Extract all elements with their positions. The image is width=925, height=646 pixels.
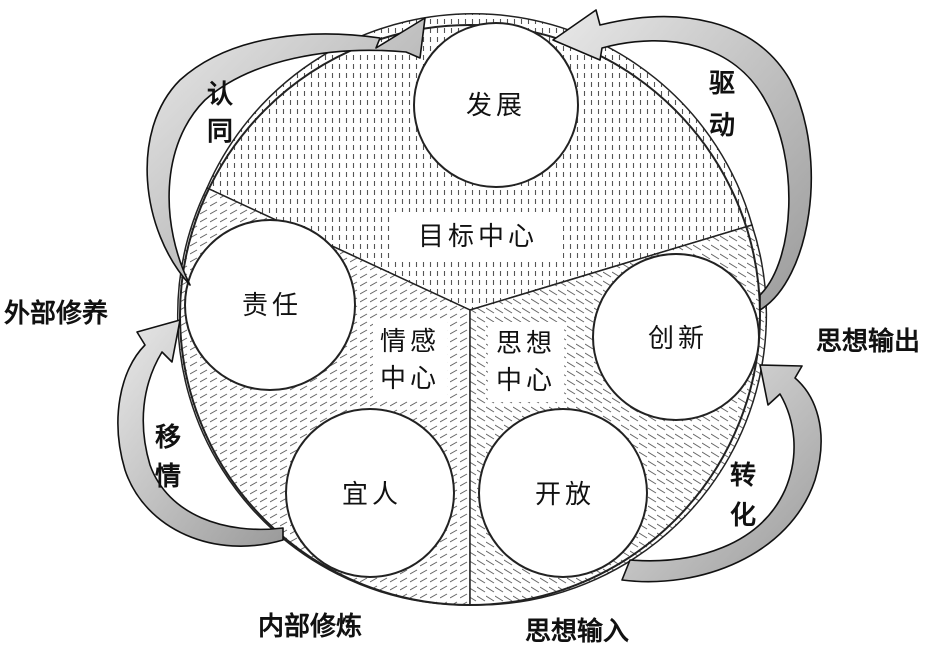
node-pleasant: 宜人 [285,408,455,578]
emotion-center-line1: 情感 [380,327,440,357]
outer-circle [179,24,761,606]
center-emotion-label: 情感 中心 [373,320,447,400]
thought-center-line2: 中心 [496,366,556,396]
drive-arrow-icon [552,9,813,311]
center-thought-label: 思想 中心 [488,322,564,402]
recognition-arrow-icon [146,17,426,286]
internal-refinement-label: 内部修炼 [258,611,362,642]
thought-center-line1: 思想 [496,329,556,359]
node-responsibility: 责任 [184,219,356,391]
node-development-label: 发展 [466,91,526,121]
curved-arrows [117,9,822,583]
transform-label-1: 转 [730,461,756,491]
drive-label-2: 动 [709,111,735,141]
thought-output-label: 思想输出 [816,326,920,357]
drive-label-1: 驱 [709,69,735,99]
transform-arrow-icon [621,364,822,583]
recognition-label-2: 同 [207,117,233,147]
empathy-label-2: 情 [155,462,181,492]
node-openness-label: 开放 [535,480,595,510]
goal-center-text: 目标中心 [418,222,538,252]
empathy-label-1: 移 [155,423,181,453]
external-cultivation-label: 外部修养 [4,298,108,329]
node-innovation-label: 创新 [648,324,708,354]
node-openness: 开放 [478,408,648,578]
recognition-label-1: 认 [207,80,233,110]
center-goal-label: 目标中心 [393,212,563,258]
node-development: 发展 [413,22,579,188]
transform-label-2: 化 [730,501,756,531]
node-innovation: 创新 [592,253,760,421]
thought-input-label: 思想输入 [525,616,629,646]
node-pleasant-label: 宜人 [342,480,402,510]
node-responsibility-label: 责任 [242,291,302,321]
empathy-arrow-icon [117,319,284,547]
emotion-center-line2: 中心 [380,364,440,394]
